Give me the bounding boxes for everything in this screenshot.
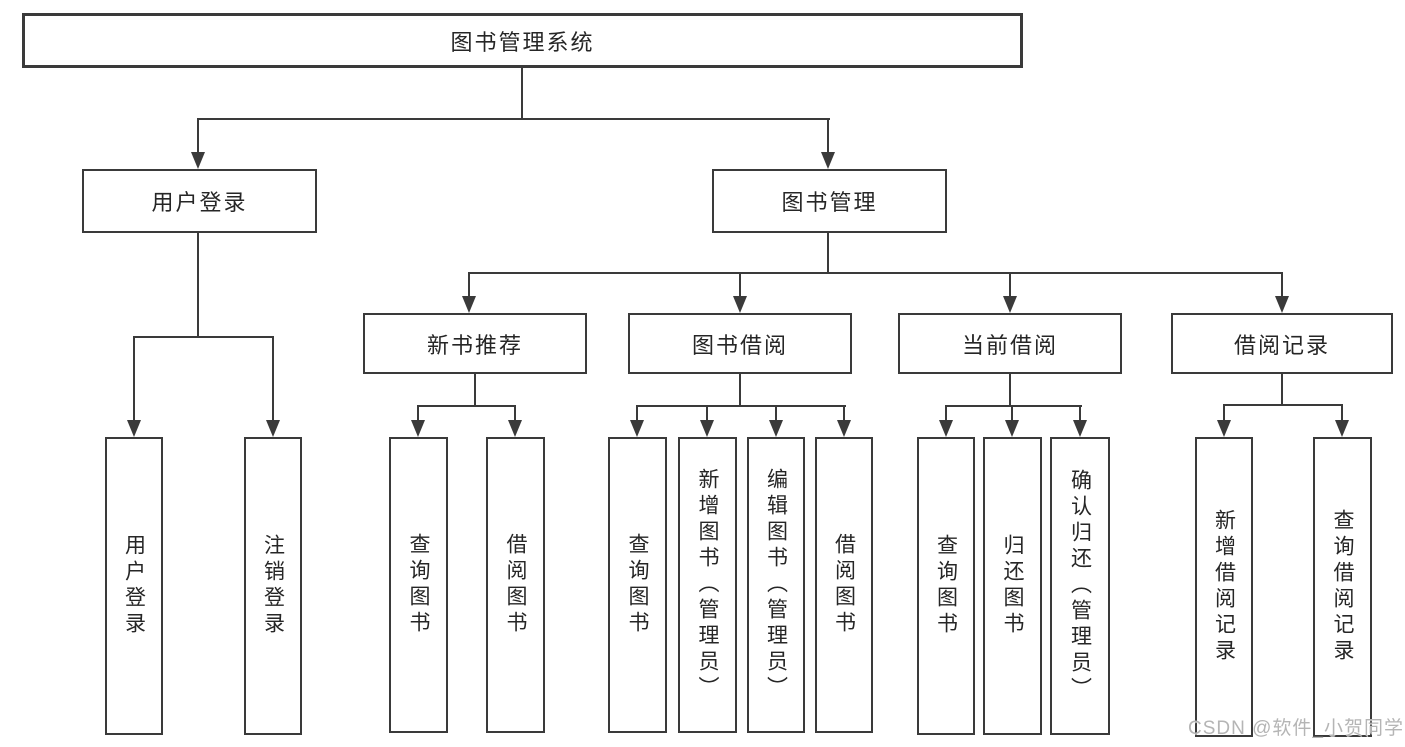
arrowhead bbox=[1335, 420, 1349, 437]
connector-line bbox=[1009, 274, 1011, 298]
arrowhead bbox=[837, 420, 851, 437]
connector-line bbox=[468, 272, 1283, 274]
connector-line bbox=[272, 338, 274, 420]
connector-line bbox=[945, 405, 1082, 407]
node-book-borrowing: 图书借阅 bbox=[628, 313, 852, 374]
leaf-add-books-admin: 新增图书（管理员） bbox=[678, 437, 737, 733]
leaf-return-books: 归还图书 bbox=[983, 437, 1042, 735]
node-current-borrowing: 当前借阅 bbox=[898, 313, 1122, 374]
arrowhead bbox=[462, 296, 476, 313]
node-label: 查询图书 bbox=[626, 533, 650, 637]
leaf-confirm-return-admin: 确认归还（管理员） bbox=[1050, 437, 1110, 735]
node-label: 查询图书 bbox=[934, 534, 958, 638]
leaf-query-books-borrow: 查询图书 bbox=[608, 437, 667, 733]
connector-line bbox=[1223, 406, 1225, 421]
connector-line bbox=[945, 407, 947, 421]
connector-line bbox=[1079, 407, 1081, 421]
node-label: 查询借阅记录 bbox=[1331, 509, 1355, 665]
node-label: 图书借阅 bbox=[691, 332, 788, 358]
connector-line bbox=[1281, 374, 1283, 404]
connector-line bbox=[197, 233, 199, 336]
connector-line bbox=[521, 68, 523, 118]
connector-line bbox=[197, 120, 199, 153]
arrowhead bbox=[769, 420, 783, 437]
arrowhead bbox=[411, 420, 425, 437]
connector-line bbox=[197, 118, 830, 120]
leaf-borrow-books-recommend: 借阅图书 bbox=[486, 437, 545, 733]
node-label: 归还图书 bbox=[1001, 534, 1025, 638]
leaf-query-books-recommend: 查询图书 bbox=[389, 437, 448, 733]
arrowhead bbox=[1003, 296, 1017, 313]
node-label: 确认归还（管理员） bbox=[1068, 469, 1092, 703]
connector-line bbox=[775, 407, 777, 421]
node-label: 借阅图书 bbox=[504, 533, 528, 637]
connector-line bbox=[1281, 274, 1283, 298]
leaf-borrow-books: 借阅图书 bbox=[815, 437, 873, 733]
node-label: 新书推荐 bbox=[426, 332, 523, 358]
connector-line bbox=[1223, 404, 1343, 406]
node-label: 用户登录 bbox=[151, 190, 248, 215]
connector-line bbox=[636, 405, 846, 407]
arrowhead bbox=[939, 420, 953, 437]
leaf-user-login: 用户登录 bbox=[105, 437, 163, 735]
leaf-add-borrow-record: 新增借阅记录 bbox=[1195, 437, 1253, 737]
connector-line bbox=[739, 274, 741, 298]
csdn-watermark: CSDN @软件_小贺同学 bbox=[1188, 718, 1404, 739]
node-label: 当前借阅 bbox=[961, 332, 1058, 358]
node-borrowing-records: 借阅记录 bbox=[1171, 313, 1393, 374]
leaf-query-borrow-record: 查询借阅记录 bbox=[1313, 437, 1372, 737]
connector-line bbox=[133, 336, 274, 338]
arrowhead bbox=[733, 296, 747, 313]
leaf-logout: 注销登录 bbox=[244, 437, 302, 735]
connector-line bbox=[474, 374, 476, 405]
connector-line bbox=[514, 407, 516, 421]
arrowhead bbox=[1073, 420, 1087, 437]
arrowhead bbox=[821, 152, 835, 169]
arrowhead bbox=[1275, 296, 1289, 313]
node-label: 新增借阅记录 bbox=[1212, 509, 1236, 665]
connector-line bbox=[636, 407, 638, 421]
arrowhead bbox=[630, 420, 644, 437]
connector-line bbox=[843, 407, 845, 421]
node-label: 图书管理 bbox=[781, 190, 878, 215]
connector-line bbox=[706, 407, 708, 421]
connector-line bbox=[417, 407, 419, 421]
node-user-login: 用户登录 bbox=[82, 169, 317, 233]
arrowhead bbox=[508, 420, 522, 437]
connector-line bbox=[1011, 407, 1013, 421]
arrowhead bbox=[1005, 420, 1019, 437]
arrowhead bbox=[191, 152, 205, 169]
connector-line bbox=[1341, 406, 1343, 421]
leaf-edit-books-admin: 编辑图书（管理员） bbox=[747, 437, 805, 733]
node-label: 查询图书 bbox=[407, 533, 431, 637]
arrowhead bbox=[127, 420, 141, 437]
connector-line bbox=[739, 374, 741, 405]
node-label: 注销登录 bbox=[261, 534, 285, 638]
connector-line bbox=[827, 120, 829, 153]
arrowhead bbox=[1217, 420, 1231, 437]
node-label: 用户登录 bbox=[122, 534, 146, 638]
node-root: 图书管理系统 bbox=[22, 13, 1023, 68]
connector-line bbox=[827, 233, 829, 272]
leaf-query-books-current: 查询图书 bbox=[917, 437, 975, 735]
node-label: 图书管理系统 bbox=[450, 29, 595, 55]
arrowhead bbox=[700, 420, 714, 437]
connector-line bbox=[1009, 374, 1011, 405]
node-book-management: 图书管理 bbox=[712, 169, 947, 233]
arrowhead bbox=[266, 420, 280, 437]
connector-line bbox=[133, 338, 135, 420]
node-label: 借阅图书 bbox=[832, 533, 856, 637]
connector-line bbox=[468, 274, 470, 298]
node-label: 编辑图书（管理员） bbox=[764, 468, 788, 702]
node-label: 借阅记录 bbox=[1233, 332, 1330, 358]
node-label: 新增图书（管理员） bbox=[696, 468, 720, 702]
connector-line bbox=[417, 405, 516, 407]
node-new-book-recommend: 新书推荐 bbox=[363, 313, 587, 374]
